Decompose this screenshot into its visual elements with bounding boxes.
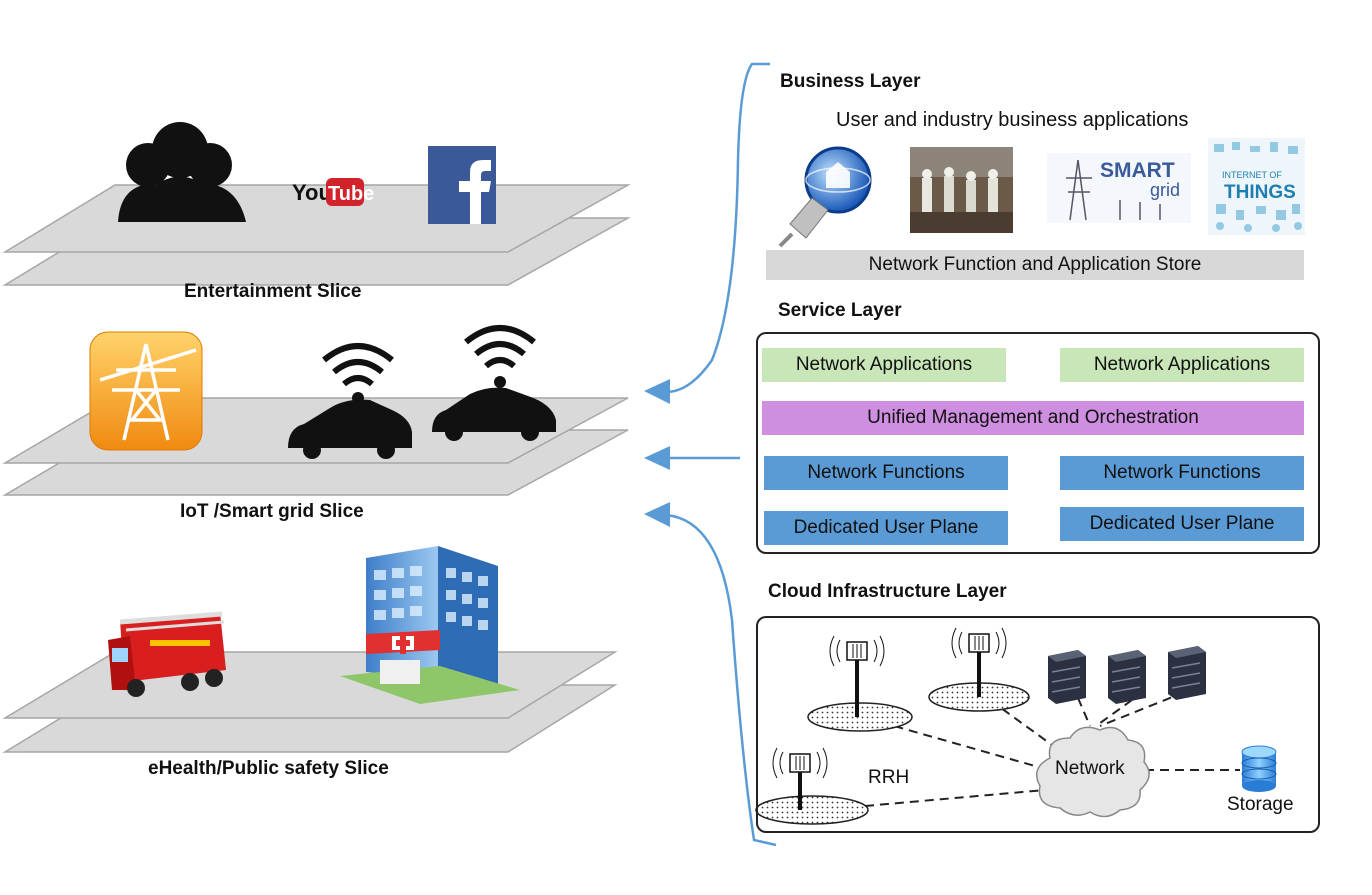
cloud-layer-title: Cloud Infrastructure Layer [768,581,1007,602]
globe-network-icon [778,146,872,248]
dedicated-user-plane-left: Dedicated User Plane [764,511,1008,545]
server-icon [1108,650,1146,704]
arrow-head-business [644,379,670,404]
cloud-network-label: Network [1055,758,1125,779]
facebook-logo [428,146,496,224]
cloud-layer-box [756,616,1320,833]
youtube-logo: You Tube [292,178,374,206]
antenna-icon [951,627,1007,697]
rrh-antenna-1 [807,635,913,732]
connected-car-icon [288,343,412,459]
network-functions-left: Network Functions [764,456,1008,490]
network-applications-right: Network Applications [1060,348,1304,382]
ehealth-slice [2,546,618,753]
rescue-workers-photo [910,147,1013,233]
arrow-head-service [644,446,670,470]
internet-of-things-logo: INTERNET OF THINGS [1208,138,1305,235]
cloud-icon [1035,726,1150,818]
antenna-icon [829,635,885,717]
business-layer-title: Business Layer [780,71,921,92]
server-icon [1168,646,1206,700]
server-icon [1048,650,1086,704]
storage-label: Storage [1227,794,1294,815]
dedicated-user-plane-right: Dedicated User Plane [1060,507,1304,541]
entertainment-slice-label: Entertainment Slice [184,281,362,302]
iot-slice-label: IoT /Smart grid Slice [180,501,364,522]
iot-slice [2,325,629,496]
svg-text:SMART: SMART [1100,159,1175,182]
business-layer-subtitle: User and industry business applications [836,109,1189,131]
connected-car-icon [432,325,556,441]
smart-grid-logo: SMART grid [1047,153,1191,223]
layer-to-slice-arrows [665,62,777,847]
svg-text:You: You [292,180,332,205]
ehealth-slice-label: eHealth/Public safety Slice [148,758,389,779]
rrh-label: RRH [868,767,910,788]
network-applications-left: Network Applications [762,348,1006,382]
service-layer-title: Service Layer [778,300,902,321]
people-icon [118,122,246,222]
antenna-icon [772,747,828,810]
entertainment-slice: You Tube [2,122,631,286]
svg-text:THINGS: THINGS [1224,182,1296,203]
cloud-links [864,691,1240,807]
svg-text:INTERNET OF: INTERNET OF [1222,170,1282,180]
unified-management-orchestration: Unified Management and Orchestration [762,401,1304,435]
hospital-icon [340,546,520,704]
network-functions-right: Network Functions [1060,456,1304,490]
application-store-bar: Network Function and Application Store [766,250,1304,280]
svg-text:grid: grid [1150,180,1180,200]
rrh-antenna-2 [928,627,1030,712]
svg-text:Tube: Tube [328,183,374,205]
storage-database-icon [1241,745,1277,792]
fire-truck-icon [108,611,226,697]
power-tower-app-icon [89,331,203,451]
arrow-head-cloud [644,502,670,527]
